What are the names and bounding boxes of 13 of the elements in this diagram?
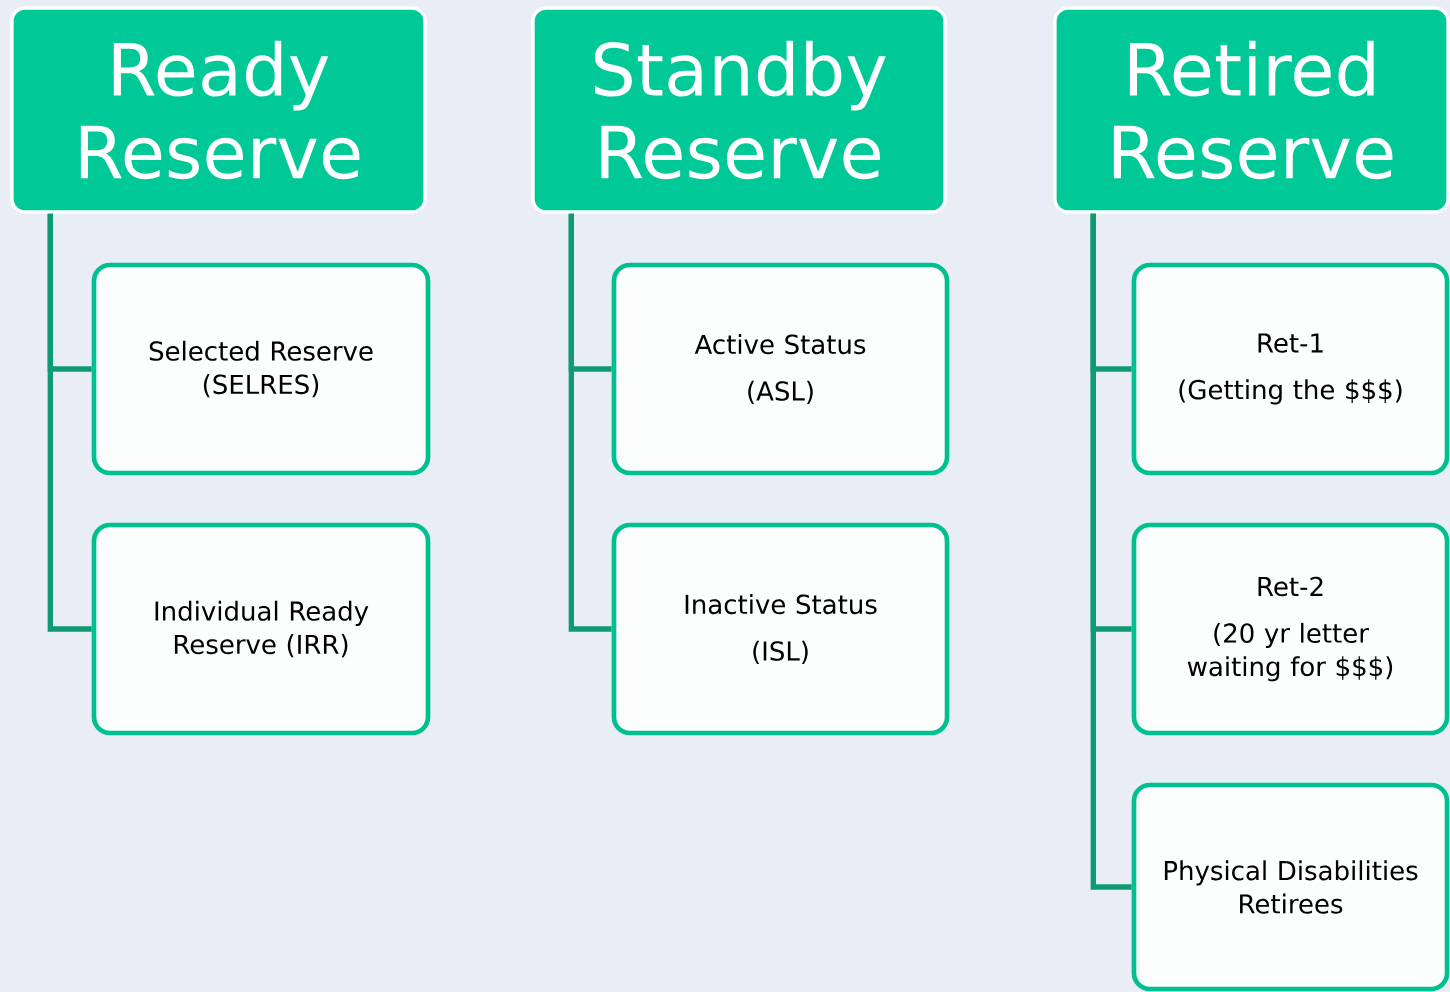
subcategory-box: Selected Reserve (SELRES) — [91, 262, 431, 476]
category-header: Retired Reserve — [1053, 6, 1450, 214]
connector-line — [568, 213, 612, 632]
subcategory-box: Physical Disabilities Retirees — [1131, 782, 1450, 992]
subcategory-box: Inactive Status (ISL) — [611, 522, 950, 736]
category-header: Standby Reserve — [531, 6, 947, 214]
connector-line — [1090, 213, 1132, 890]
subcategory-box: Active Status (ASL) — [611, 262, 950, 476]
category-header: Ready Reserve — [10, 6, 427, 214]
subcategory-box: Ret-1 (Getting the $$$) — [1131, 262, 1450, 476]
subcategory-box: Ret-2 (20 yr letter waiting for $$$) — [1131, 522, 1450, 736]
subcategory-box: Individual Ready Reserve (IRR) — [91, 522, 431, 736]
connector-line — [47, 213, 92, 632]
